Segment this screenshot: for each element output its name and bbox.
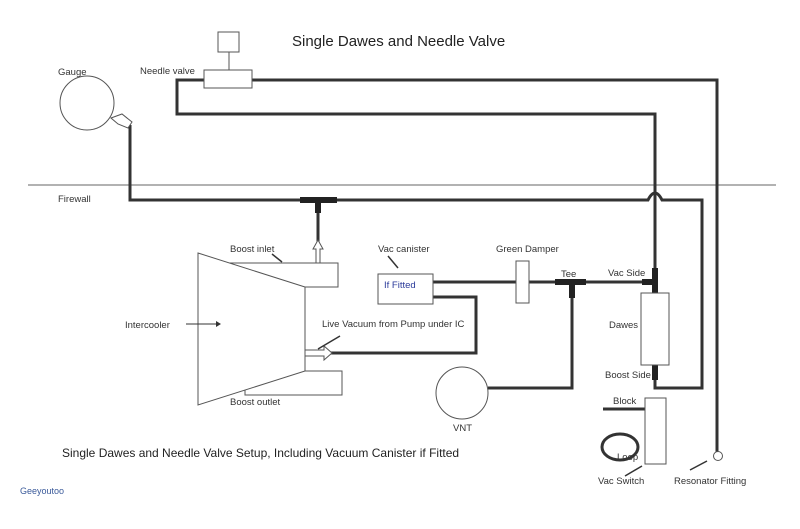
resonator-fitting [713, 451, 723, 461]
gauge-label: Gauge [58, 67, 87, 78]
vac-canister-pointer-icon [387, 255, 399, 269]
gauge [59, 75, 115, 131]
pipe-tee-to-vnt [488, 282, 574, 390]
vnt [435, 366, 489, 420]
vac-switch-pointer-icon [624, 465, 643, 477]
author-credit: Geeyoutoo [20, 486, 64, 496]
boost-outlet-label: Boost outlet [230, 397, 281, 408]
needle-valve-label: Needle valve [140, 66, 195, 77]
gauge-port-arrow-icon [110, 113, 133, 129]
pipe-needle-loop-to-dawes [175, 78, 657, 290]
boost-inlet-arrow-icon [312, 238, 324, 264]
dawes-valve [640, 292, 670, 366]
green-damper [515, 260, 530, 304]
needle-valve-knob [217, 31, 240, 53]
pipe-vacuum-pump-to-canister [330, 295, 478, 355]
intercooler-label: Intercooler [125, 320, 170, 331]
resonator-pointer-icon [689, 460, 708, 471]
pipe-needle-to-resonator [252, 78, 719, 452]
green-damper-label: Green Damper [496, 244, 559, 255]
if-fitted-label: If Fitted [384, 280, 416, 291]
loop [600, 432, 640, 462]
vac-switch-label: Vac Switch [598, 476, 644, 487]
boost-inlet-pointer-icon [271, 253, 283, 263]
loop-label: Loop [617, 452, 638, 463]
diagram-title: Single Dawes and Needle Valve [292, 33, 505, 50]
block-label: Block [613, 396, 636, 407]
live-vacuum-pointer-icon [317, 335, 341, 350]
intercooler-arrowhead-icon [216, 321, 221, 327]
tee-label: Tee [561, 269, 576, 280]
vac-switch [644, 397, 667, 465]
intercooler [197, 252, 306, 406]
pipe-gauge-to-boost-side [128, 125, 704, 390]
boost-side-label: Boost Side [605, 370, 651, 381]
diagram-caption: Single Dawes and Needle Valve Setup, Inc… [62, 446, 459, 460]
live-vacuum-label: Live Vacuum from Pump under IC [322, 319, 465, 330]
vacuum-port-arrow-icon [304, 344, 333, 362]
vac-canister-label: Vac canister [378, 244, 430, 255]
dawes-label: Dawes [609, 320, 638, 331]
boost-inlet-label: Boost inlet [230, 244, 275, 255]
resonator-fitting-label: Resonator Fitting [674, 476, 746, 487]
needle-valve [203, 69, 253, 89]
vac-side-label: Vac Side [608, 268, 645, 279]
vac-canister [377, 273, 434, 305]
vnt-label: VNT [453, 423, 472, 434]
firewall-label: Firewall [58, 194, 91, 205]
